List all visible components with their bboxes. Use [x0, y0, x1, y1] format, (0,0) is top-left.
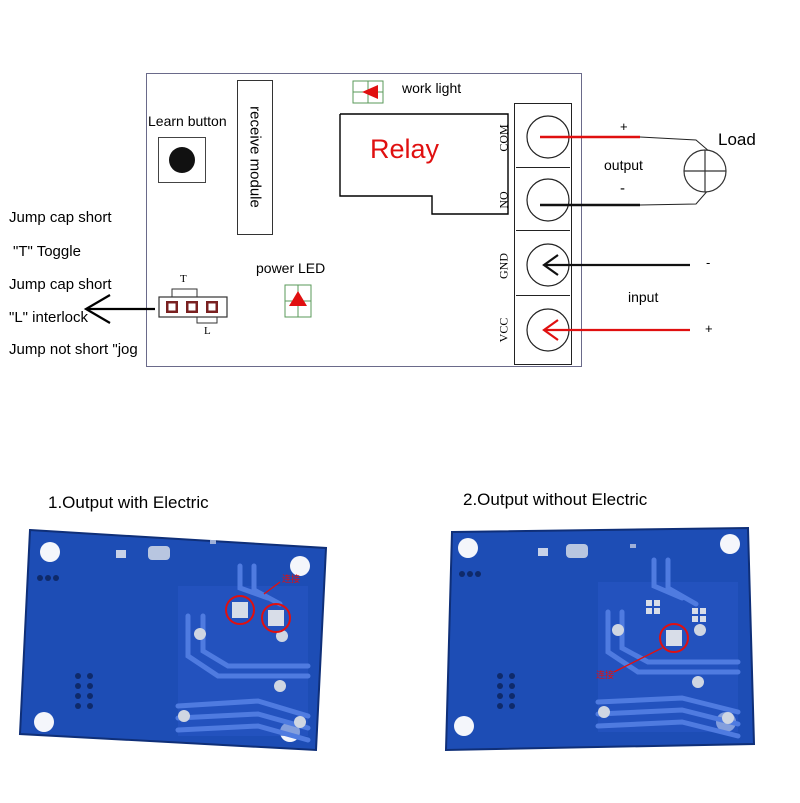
- power-led: [284, 284, 312, 318]
- screw-no: [526, 178, 570, 222]
- output-plus-sign: +: [620, 119, 628, 134]
- learn-button: [158, 137, 206, 183]
- pcb-photo-left: [18, 528, 328, 752]
- learn-button-cap: [169, 147, 195, 173]
- output-minus-sign: -: [620, 180, 625, 197]
- work-light-led: [352, 80, 384, 104]
- left-highlight-1: [225, 595, 255, 625]
- input-minus-sign: -: [706, 255, 711, 270]
- wiring-lines: [526, 115, 727, 352]
- right-photo-caption: 2.Output without Electric: [463, 490, 648, 509]
- left-annotation: 连接: [282, 574, 301, 584]
- relay-outline: [339, 113, 509, 215]
- right-highlight: [659, 623, 689, 653]
- terminal-no: [516, 168, 570, 231]
- input-label: input: [628, 289, 659, 305]
- power-led-label: power LED: [256, 260, 326, 276]
- wiring-diagram: Learn button receive module Relay work l…: [9, 73, 756, 367]
- pcb-photo-right: [444, 526, 756, 752]
- jumper-l-label: L: [204, 325, 211, 337]
- right-annotation: 连接: [596, 670, 615, 680]
- jump-note-1: Jump cap short: [9, 209, 112, 226]
- jump-note-2: "T" Toggle: [13, 243, 81, 260]
- jump-note-4: "L" interlock: [9, 309, 89, 326]
- relay-label: Relay: [370, 134, 440, 164]
- output-label: output: [604, 157, 643, 173]
- left-photo-caption: 1.Output with Electric: [48, 493, 209, 512]
- terminal-com: [516, 105, 570, 168]
- left-highlight-2: [261, 603, 291, 633]
- jumper-arrow: [83, 294, 155, 324]
- work-light-label: work light: [402, 80, 462, 96]
- terminal-gnd: [516, 231, 570, 296]
- jump-note-3: Jump cap short: [9, 276, 112, 293]
- board-outline: [146, 73, 582, 367]
- jump-note-5: Jump not short "jog: [9, 341, 138, 358]
- receive-module: [237, 80, 273, 235]
- input-plus-sign: +: [705, 321, 713, 336]
- jumper-header: [158, 288, 228, 324]
- load-label: Load: [718, 130, 756, 149]
- jumper-t-label: T: [180, 273, 187, 285]
- learn-button-label: Learn button: [148, 113, 227, 129]
